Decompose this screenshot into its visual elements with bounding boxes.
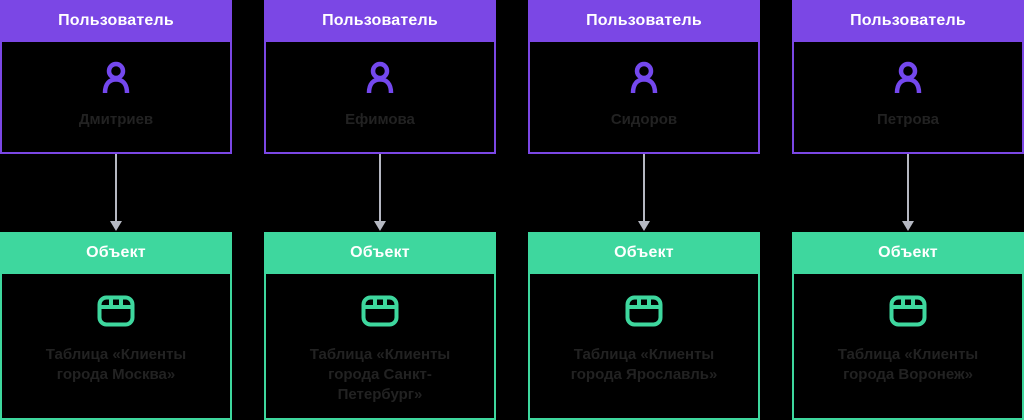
user-icon (894, 61, 922, 94)
object-card: Объект Таблица «Клиенты города Москва» (0, 232, 232, 420)
table-icon (97, 295, 135, 327)
user-name: Ефимова (345, 111, 415, 128)
user-name: Дмитриев (78, 111, 154, 128)
diagram-column-1: Пользователь Дмитриев Объект (0, 0, 232, 420)
down-arrow (0, 154, 232, 232)
user-card: Пользователь Петрова (792, 0, 1024, 154)
object-card: Объект Таблица «Клиенты города Воронеж» (792, 232, 1024, 420)
object-card: Объект Таблица «Клиенты города Ярославль… (528, 232, 760, 420)
object-card-header: Объект (0, 232, 232, 274)
object-card-body: Таблица «Клиенты города Москва» (2, 274, 230, 418)
arrow-line (907, 154, 909, 222)
object-card-header: Объект (528, 232, 760, 274)
user-card-body: Петрова (794, 42, 1022, 152)
user-card-header: Пользователь (792, 0, 1024, 42)
user-icon (102, 61, 130, 94)
user-card-body: Сидоров (530, 42, 758, 152)
object-card-body: Таблица «Клиенты города Ярославль» (530, 274, 758, 418)
user-icon (366, 61, 394, 94)
down-arrow (528, 154, 760, 232)
object-card-body: Таблица «Клиенты города Санкт-Петербург» (266, 274, 494, 418)
table-icon (361, 295, 399, 327)
object-card: Объект Таблица «Клиенты города Санкт-Пет… (264, 232, 496, 420)
user-card: Пользователь Ефимова (264, 0, 496, 154)
arrow-head-icon (110, 221, 122, 231)
object-name: Таблица «Клиенты города Ярославль» (570, 346, 718, 383)
diagram-column-3: Пользователь Сидоров Объект (528, 0, 760, 420)
object-card-body: Таблица «Клиенты города Воронеж» (794, 274, 1022, 418)
arrow-head-icon (902, 221, 914, 231)
user-icon (630, 61, 658, 94)
down-arrow (264, 154, 496, 232)
arrow-line (379, 154, 381, 222)
user-card-header: Пользователь (0, 0, 232, 42)
arrow-line (643, 154, 645, 222)
user-name: Сидоров (610, 111, 678, 128)
diagram-column-4: Пользователь Петрова Объект (792, 0, 1024, 420)
user-card-header: Пользователь (528, 0, 760, 42)
down-arrow (792, 154, 1024, 232)
user-card-body: Дмитриев (2, 42, 230, 152)
arrow-line (115, 154, 117, 222)
table-icon (625, 295, 663, 327)
user-card: Пользователь Сидоров (528, 0, 760, 154)
object-card-header: Объект (264, 232, 496, 274)
arrow-head-icon (638, 221, 650, 231)
object-name: Таблица «Клиенты города Санкт-Петербург» (309, 346, 451, 403)
user-card-body: Ефимова (266, 42, 494, 152)
table-icon (889, 295, 927, 327)
user-card: Пользователь Дмитриев (0, 0, 232, 154)
user-card-header: Пользователь (264, 0, 496, 42)
user-name: Петрова (877, 111, 939, 128)
diagram-column-2: Пользователь Ефимова Объект (264, 0, 496, 420)
object-card-header: Объект (792, 232, 1024, 274)
object-name: Таблица «Клиенты города Воронеж» (837, 346, 979, 383)
arrow-head-icon (374, 221, 386, 231)
object-name: Таблица «Клиенты города Москва» (45, 346, 187, 383)
